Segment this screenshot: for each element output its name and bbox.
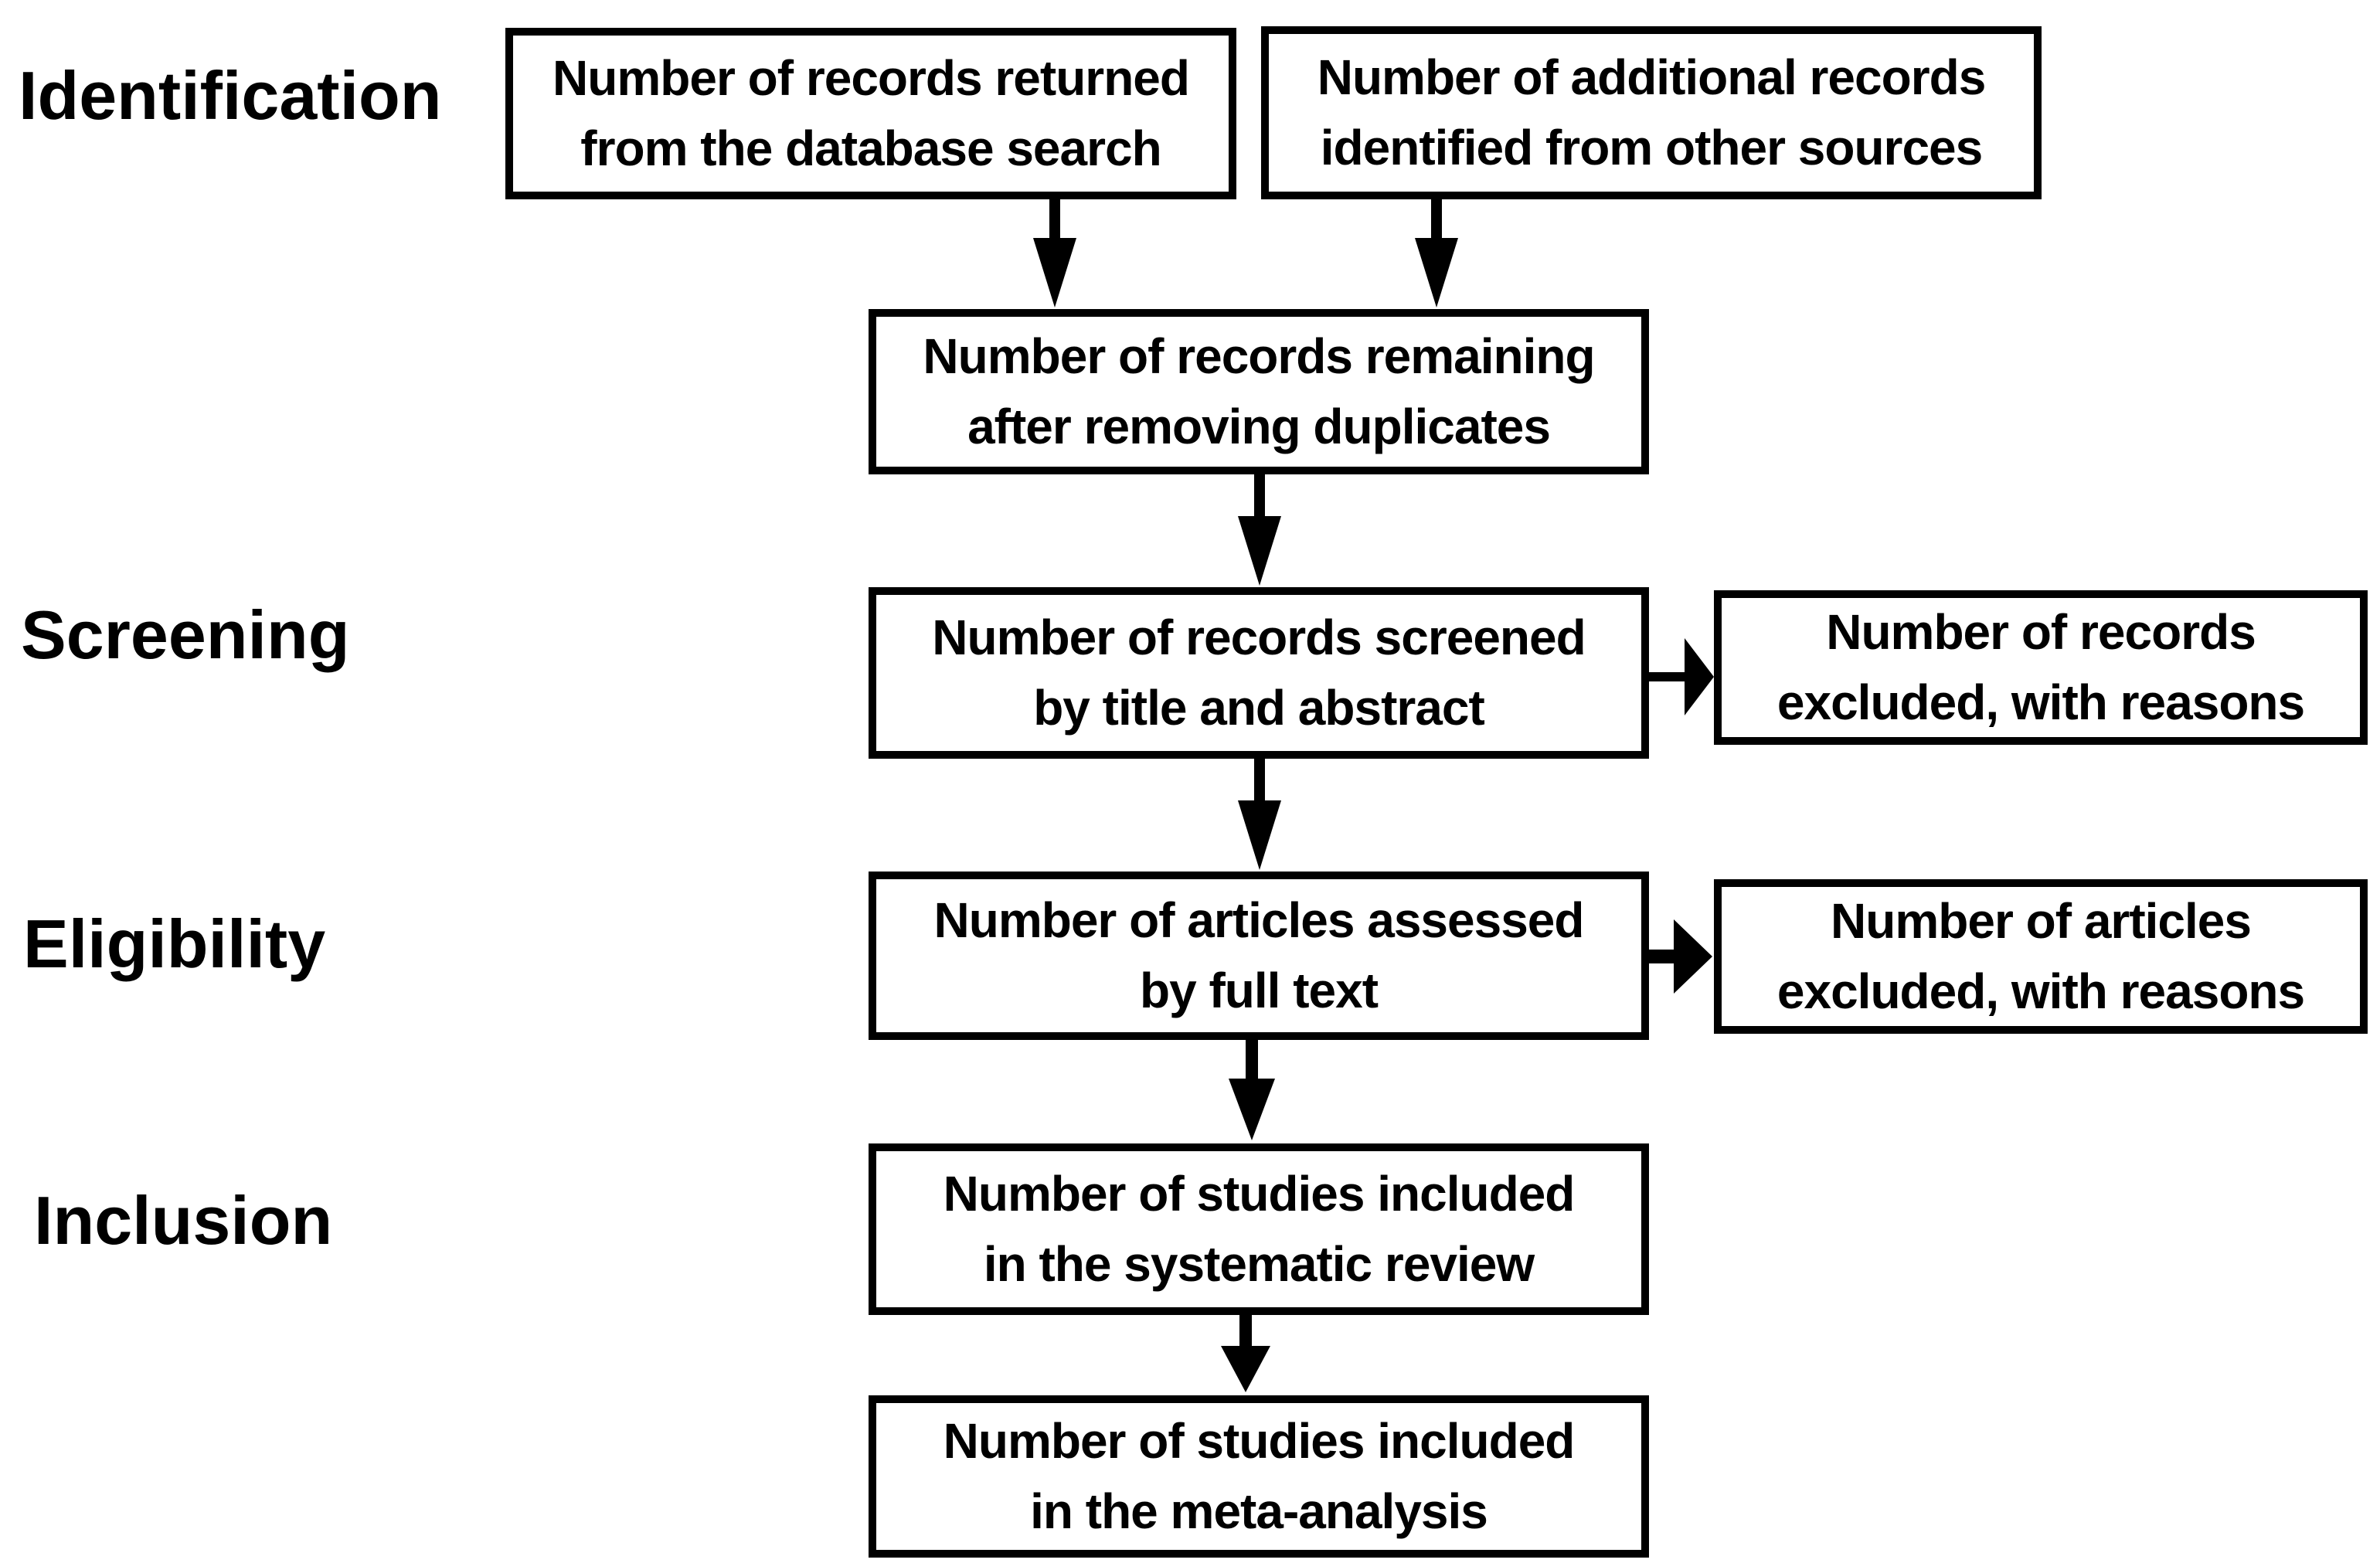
box-articles-assessed-label: Number of articles assessed by full text: [933, 892, 1585, 1018]
box-records-screened-label: Number of records screened by title and …: [932, 610, 1586, 736]
box-records-returned-label: Number of records returned from the data…: [552, 50, 1190, 176]
arrow-articles-assessed-to-articles-excluded: [1649, 919, 1712, 994]
stage-label-screening: Screening: [21, 596, 350, 673]
box-articles-excluded: Number of articles excluded, with reason…: [1714, 879, 2368, 1034]
box-duplicates-removed-label: Number of records remaining after removi…: [923, 328, 1595, 454]
stage-label-identification: Identification: [19, 57, 442, 134]
arrow-records-screened-to-records-excluded: [1649, 638, 1714, 715]
arrow-articles-assessed-to-studies-systematic-review: [1229, 1040, 1275, 1140]
stage-label-eligibility: Eligibility: [23, 906, 326, 982]
box-records-screened: Number of records screened by title and …: [869, 587, 1649, 759]
box-duplicates-removed: Number of records remaining after removi…: [869, 309, 1649, 474]
arrow-duplicates-removed-to-records-screened: [1238, 474, 1281, 586]
box-articles-assessed: Number of articles assessed by full text: [869, 872, 1649, 1040]
stage-label-inclusion: Inclusion: [34, 1182, 333, 1259]
box-articles-excluded-label: Number of articles excluded, with reason…: [1776, 893, 2305, 1019]
box-studies-meta-analysis: Number of studies included in the meta-a…: [869, 1395, 1649, 1558]
box-records-returned: Number of records returned from the data…: [505, 28, 1236, 199]
box-records-excluded-label: Number of records excluded, with reasons: [1776, 604, 2305, 730]
box-additional-records-label: Number of additional records identified …: [1317, 49, 1987, 175]
box-studies-meta-analysis-label: Number of studies included in the meta-a…: [943, 1413, 1576, 1539]
box-studies-systematic-review: Number of studies included in the system…: [869, 1143, 1649, 1315]
arrow-records-returned-to-duplicates-removed: [1033, 199, 1076, 308]
box-studies-systematic-review-label: Number of studies included in the system…: [943, 1166, 1576, 1292]
box-records-excluded: Number of records excluded, with reasons: [1714, 590, 2368, 745]
arrow-studies-systematic-review-to-studies-meta-analysis: [1221, 1315, 1270, 1392]
arrow-additional-records-to-duplicates-removed: [1415, 199, 1458, 308]
arrow-records-screened-to-articles-assessed: [1238, 759, 1281, 870]
box-additional-records: Number of additional records identified …: [1261, 26, 2042, 199]
